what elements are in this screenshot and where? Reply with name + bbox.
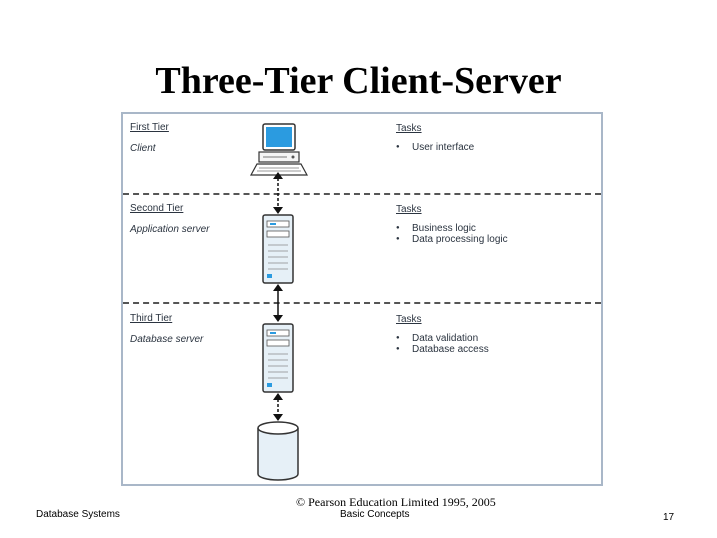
tier-2-tasks: Tasks Business logic Data processing log…	[396, 204, 508, 245]
tier-2-tasks-heading: Tasks	[396, 204, 422, 215]
tier-divider-2	[123, 302, 601, 304]
application-server-icon	[262, 214, 294, 284]
client-screen	[266, 127, 292, 147]
tier-2-label: Second Tier Application server	[130, 203, 209, 236]
database-server-icon	[262, 323, 294, 393]
tier-1-task-1: User interface	[396, 142, 474, 153]
slide-title: Three-Tier Client-Server	[155, 60, 562, 102]
tier-2-role: Application server	[130, 224, 210, 235]
tier-1-name: First Tier	[130, 122, 169, 133]
client-computer-icon	[249, 123, 309, 176]
footer-section-name: Basic Concepts	[340, 509, 410, 520]
tier-3-task-2: Database access	[396, 344, 489, 355]
tier-2-task-1: Business logic	[396, 223, 508, 234]
tier-3-name: Third Tier	[130, 313, 173, 324]
tier-3-role: Database server	[130, 334, 204, 345]
tier-1-label: First Tier Client	[130, 122, 169, 155]
footer-copyright: © Pearson Education Limited 1995, 2005	[296, 495, 496, 509]
tier-1-role: Client	[130, 143, 156, 154]
tier-1-tasks-heading: Tasks	[396, 123, 422, 134]
footer-page-number: 17	[663, 512, 675, 523]
tier-3-task-1: Data validation	[396, 333, 489, 344]
tier-2-name: Second Tier	[130, 203, 184, 214]
arrow-app-to-db-icon	[273, 284, 283, 322]
tier-3-label: Third Tier Database server	[130, 313, 203, 346]
database-cylinder-icon	[257, 421, 299, 481]
tier-divider-1	[123, 193, 601, 195]
footer-course-name: Database Systems	[36, 509, 120, 520]
arrow-client-to-app-icon	[273, 172, 283, 214]
tier-3-tasks: Tasks Data validation Database access	[396, 314, 489, 355]
three-tier-diagram: First Tier Client Tasks User interface S…	[121, 112, 603, 486]
tier-1-tasks: Tasks User interface	[396, 123, 474, 153]
tier-2-task-2: Data processing logic	[396, 234, 508, 245]
arrow-server-to-database-icon	[273, 393, 283, 421]
tier-3-tasks-heading: Tasks	[396, 314, 422, 325]
